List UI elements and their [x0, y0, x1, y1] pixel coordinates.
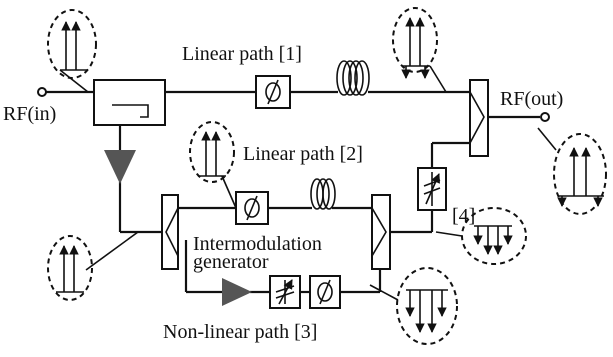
ref-4-label: [4] — [452, 205, 475, 227]
generator-label: generator — [193, 251, 269, 273]
rf-in-label: RF(in) — [3, 103, 56, 125]
rf-in-port — [37, 87, 47, 97]
linear-path-1-label: Linear path [1] — [182, 43, 302, 65]
spectrum-input-icon — [47, 9, 97, 93]
nonlinear-amplifier-icon — [222, 278, 252, 306]
nonlinear-path-3-label: Non-linear path [3] — [163, 321, 317, 343]
spectrum-path1-icon — [392, 7, 447, 93]
directional-coupler — [93, 79, 166, 126]
linear-path-2-label: Linear path [2] — [243, 143, 363, 165]
phase-shifter-path3-icon — [309, 275, 341, 309]
output-combiner — [469, 79, 489, 157]
amplifier-icon — [104, 150, 136, 184]
spectrum-output-icon — [537, 127, 607, 215]
intermodulation-label: Intermodulation — [193, 233, 322, 255]
delay-line-path1-icon — [336, 60, 370, 96]
spectrum-path2-icon — [189, 121, 237, 209]
spectrum-attenuator-icon — [435, 207, 527, 265]
delay-line-path2-icon — [310, 178, 336, 210]
spectrum-nonlinear-icon — [369, 267, 458, 345]
phase-shifter-path2-icon — [235, 191, 269, 225]
rf-out-label: RF(out) — [500, 88, 563, 110]
rf-out-port — [540, 112, 550, 122]
attenuator-4-icon — [417, 167, 447, 211]
splitter — [161, 194, 179, 270]
attenuator-path3-icon — [269, 275, 301, 309]
phase-shifter-path1-icon — [255, 75, 291, 109]
inner-combiner — [371, 194, 391, 270]
spectrum-splitter-icon — [47, 231, 139, 301]
